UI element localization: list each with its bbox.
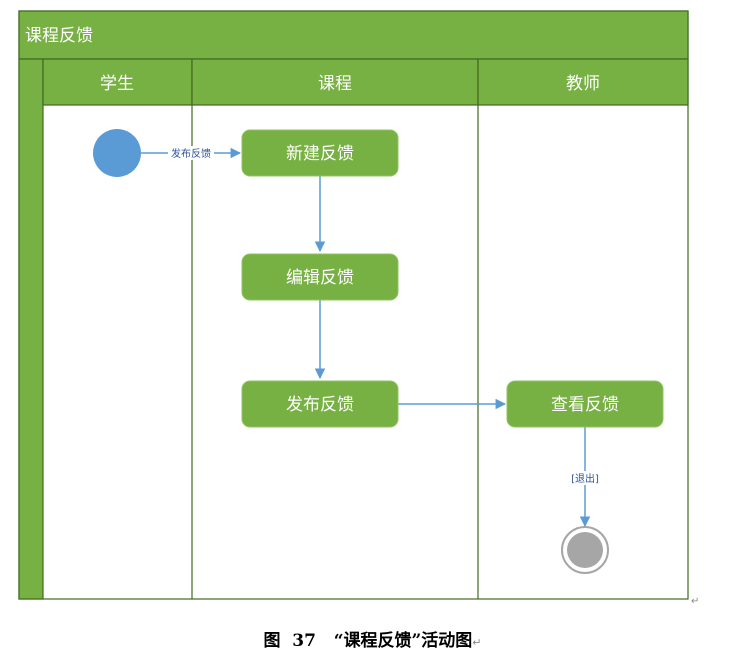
action-edit-feedback (241, 253, 399, 301)
action-new-feedback (241, 129, 399, 177)
lane-label-course: 课程 (318, 74, 352, 94)
figure-title: “课程反馈”活动图 (333, 631, 473, 651)
action-publish-feedback (241, 380, 399, 428)
lane-header-course (191, 58, 479, 106)
figure-caption: 图 37 “课程反馈”活动图↵ (0, 626, 745, 651)
lane-label-student: 学生 (100, 74, 134, 94)
lane-header-student (42, 58, 193, 106)
edge-label-bg-exit (566, 471, 604, 485)
lane-header-teacher (477, 58, 689, 106)
paragraph-mark-icon: ↵ (691, 596, 699, 607)
pool-frame (18, 10, 689, 600)
figure-number: 图 37 (263, 631, 316, 651)
action-view-feedback-label: 查看反馈 (551, 395, 619, 415)
action-new-feedback-label: 新建反馈 (286, 144, 354, 164)
lane-label-teacher: 教师 (566, 74, 600, 94)
final-node-core (567, 532, 603, 568)
action-edit-feedback-label: 编辑反馈 (286, 268, 354, 288)
action-view-feedback (506, 380, 664, 428)
return-mark-icon: ↵ (472, 636, 482, 649)
initial-node (93, 129, 141, 177)
edge-label-publish: 发布反馈 (171, 147, 211, 160)
edge-label-exit: [退出] (571, 472, 599, 485)
pool-title-bar (18, 10, 689, 60)
pool-title: 课程反馈 (25, 26, 93, 46)
action-publish-feedback-label: 发布反馈 (286, 395, 354, 415)
pool-left-strip (18, 58, 44, 600)
edge-label-bg-start (168, 146, 214, 160)
